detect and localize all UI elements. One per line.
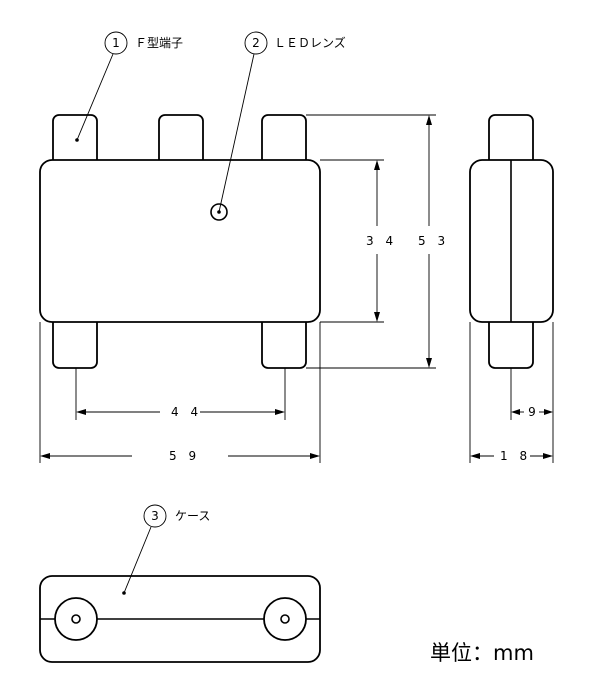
f-terminal-bottom-left bbox=[52, 315, 98, 369]
side-view bbox=[469, 114, 554, 369]
front-view bbox=[39, 114, 321, 369]
case-boss-left-icon bbox=[54, 597, 98, 641]
dimension-overall-width: 5 9 bbox=[39, 322, 321, 463]
side-terminal-top bbox=[488, 114, 534, 166]
units-note: 単位：mm bbox=[430, 641, 534, 665]
callout-1: 1 Ｆ型端子 bbox=[76, 31, 183, 141]
callout-2-label: ＬＥＤレンズ bbox=[274, 35, 346, 50]
callout-2: 2 ＬＥＤレンズ bbox=[218, 31, 346, 213]
case-boss-right-icon bbox=[263, 597, 307, 641]
front-housing bbox=[39, 159, 321, 323]
callout-1-number: 1 bbox=[112, 36, 120, 50]
f-terminal-top-center bbox=[158, 114, 204, 166]
dimension-terminal-pitch-label: 4 4 bbox=[171, 405, 202, 419]
callout-2-number: 2 bbox=[252, 36, 260, 50]
led-lens-icon bbox=[210, 203, 228, 221]
dimension-outer-height-label: 5 3 bbox=[418, 234, 449, 248]
side-terminal-bottom bbox=[488, 315, 534, 369]
dimension-overall-width-label: 5 9 bbox=[169, 449, 200, 463]
callout-3-label: ケース bbox=[175, 509, 210, 523]
dimension-depth: 1 8 bbox=[469, 322, 553, 463]
dimension-terminal-pitch: 4 4 bbox=[75, 368, 286, 420]
callout-1-label: Ｆ型端子 bbox=[135, 36, 183, 50]
f-terminal-top-right bbox=[261, 114, 307, 166]
dimension-depth-label: 1 8 bbox=[500, 449, 531, 463]
f-terminal-bottom-right bbox=[261, 315, 307, 369]
dimension-outer-height: 5 3 bbox=[306, 114, 449, 369]
f-terminal-top-left bbox=[52, 114, 98, 166]
dimension-side-offset: 9 bbox=[510, 322, 554, 463]
callout-3-number: 3 bbox=[151, 509, 159, 523]
dimension-inner-height: 3 4 bbox=[320, 159, 397, 323]
dimension-side-offset-label: 9 bbox=[528, 405, 536, 419]
callout-3: 3 ケース bbox=[123, 504, 210, 594]
case-view bbox=[39, 575, 321, 663]
dimension-inner-height-label: 3 4 bbox=[366, 234, 397, 248]
